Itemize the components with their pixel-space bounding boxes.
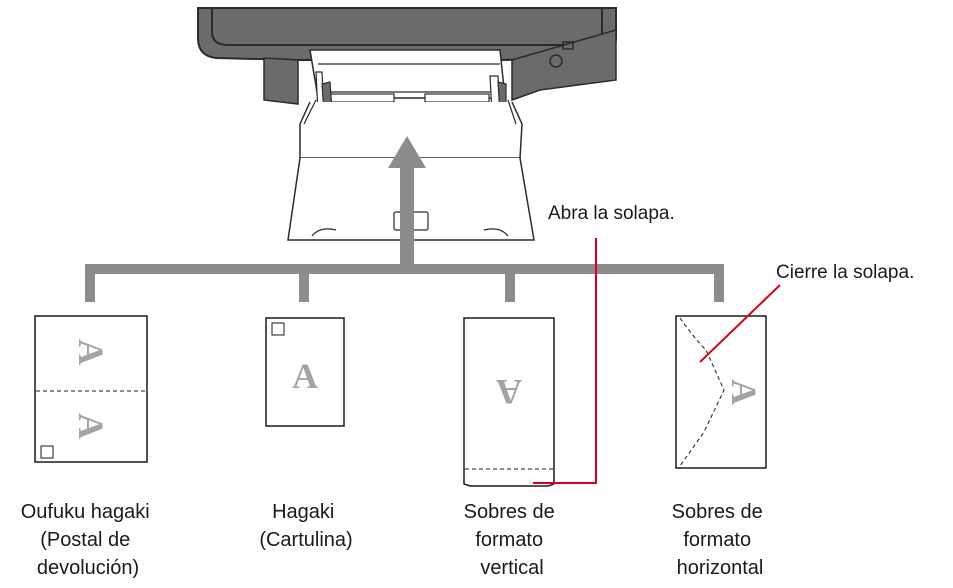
horizontal-envelope: A [675, 315, 767, 469]
distribution-bar [85, 264, 724, 302]
callout-line-close-flap [699, 284, 781, 363]
feed-direction-arrow [388, 136, 426, 270]
oufuku-glyph-bottom: A [71, 413, 111, 439]
label-hagaki-line2: (Cartulina) [259, 529, 352, 551]
label-vertical-line1: Sobres de [464, 501, 555, 523]
label-oufuku-hagaki: Oufuku hagaki (Postal de devolución) [21, 501, 156, 579]
label-vertical-line3: vertical [480, 557, 543, 579]
hagaki-card: A [265, 317, 345, 427]
label-horizontal-line1: Sobres de [672, 501, 763, 523]
label-oufuku-line1: Oufuku hagaki [21, 501, 150, 523]
label-horizontal-line2: formato [683, 529, 751, 551]
vertical-envelope-glyph: A [496, 372, 522, 412]
label-horizontal-line3: horizontal [677, 557, 764, 579]
hagaki-glyph: A [292, 356, 318, 396]
callout-close-flap: Cierre la solapa. [776, 262, 914, 283]
oufuku-hagaki-card: A A [34, 315, 148, 463]
label-vertical-envelope: Sobres de formato vertical [464, 501, 561, 579]
label-hagaki: Hagaki (Cartulina) [259, 501, 352, 551]
callout-line-open-flap [533, 238, 597, 484]
label-horizontal-envelope: Sobres de formato horizontal [672, 501, 769, 579]
label-vertical-line2: formato [475, 529, 543, 551]
horizontal-envelope-glyph: A [724, 379, 764, 405]
label-oufuku-line2: (Postal de [40, 529, 130, 551]
label-oufuku-line3: devolución) [37, 557, 139, 579]
callout-open-flap: Abra la solapa. [548, 203, 675, 224]
label-hagaki-line1: Hagaki [272, 501, 334, 523]
vertical-envelope: A [463, 317, 555, 487]
oufuku-glyph-top: A [71, 339, 111, 365]
